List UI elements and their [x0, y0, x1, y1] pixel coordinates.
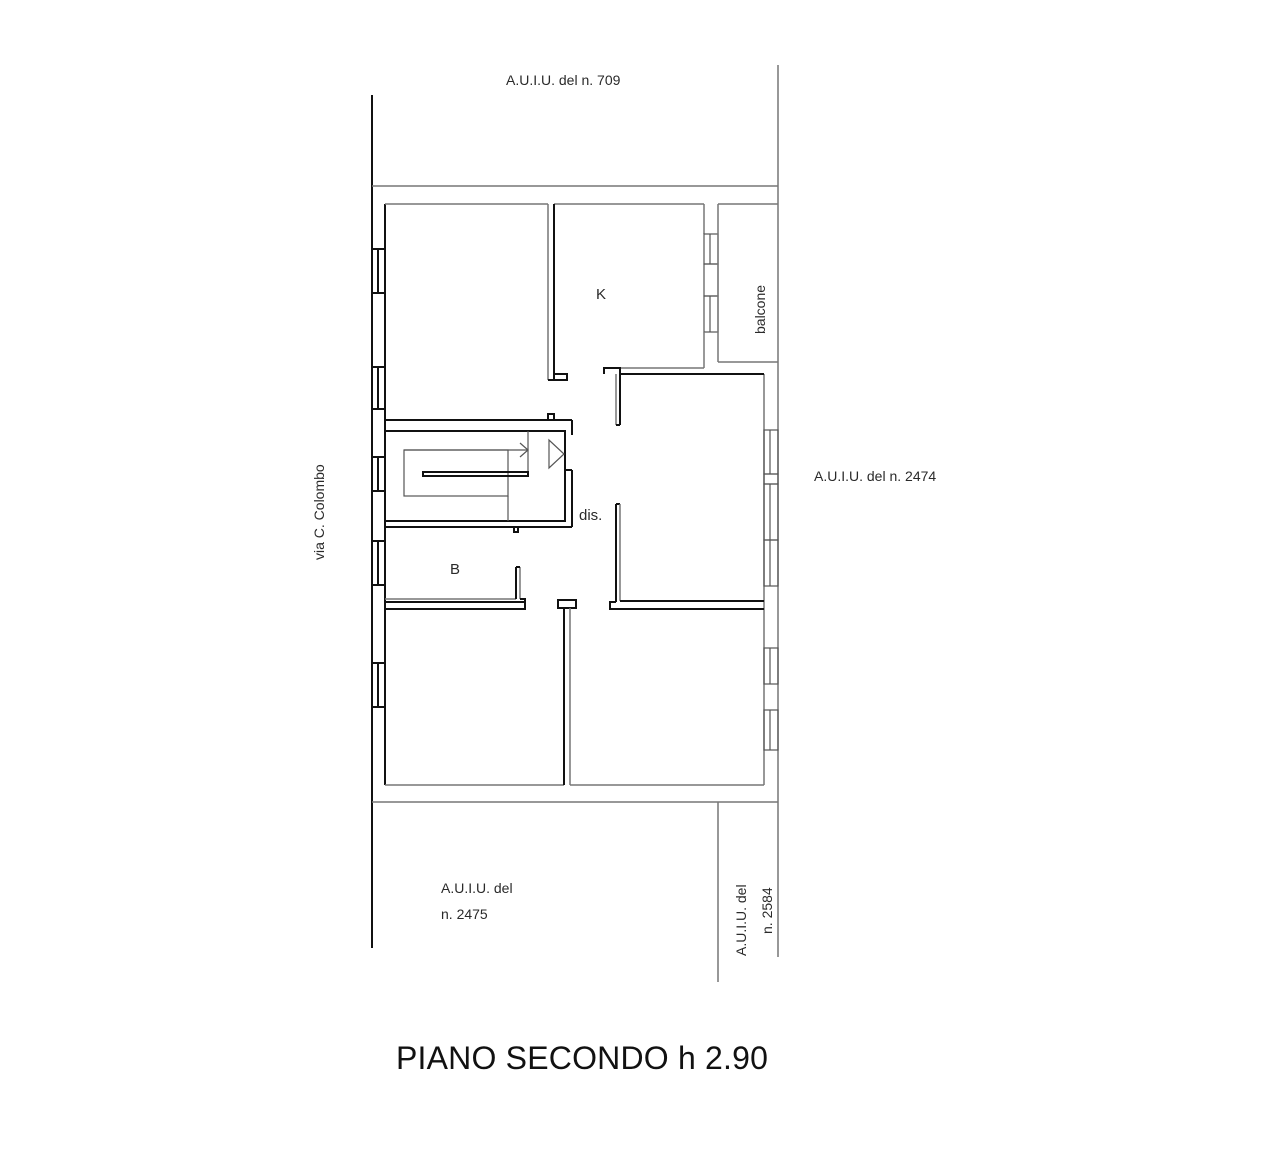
neighbor-label-southwest-line1: A.U.I.U. del: [441, 880, 513, 896]
plan-title: PIANO SECONDO h 2.90: [396, 1040, 769, 1076]
exterior-walls: [384, 203, 778, 786]
room-label-bathroom: B: [450, 561, 461, 578]
west-windows: [371, 248, 386, 708]
neighbor-label-east: A.U.I.U. del n. 2474: [814, 468, 937, 484]
room-label-kitchen: K: [596, 286, 607, 303]
street-label: via C. Colombo: [311, 464, 327, 560]
bathroom-walls: [385, 566, 526, 610]
room-label-hallway: dis.: [579, 507, 603, 524]
neighbor-label-north: A.U.I.U. del n. 709: [506, 72, 621, 88]
neighbor-label-southeast-line2: n. 2584: [759, 887, 775, 934]
east-room-walls: [603, 367, 764, 610]
neighbor-label-southeast-line1: A.U.I.U. del: [733, 884, 749, 956]
stairwell: [384, 413, 573, 533]
neighbor-label-southwest-line2: n. 2475: [441, 906, 488, 922]
kitchen-walls: [547, 204, 778, 381]
lower-partition: [557, 599, 577, 785]
east-windows: [763, 429, 779, 751]
property-boundaries: [371, 65, 779, 982]
room-label-balcony: balcone: [752, 284, 768, 334]
